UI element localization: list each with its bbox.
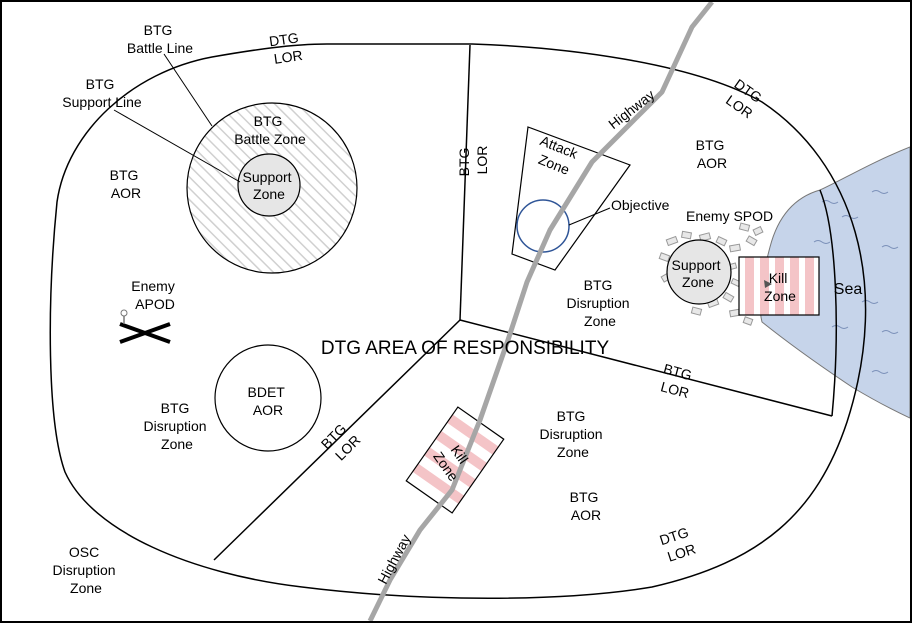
- btg-battle-line-leader: [163, 53, 213, 127]
- objective-leader: [568, 207, 611, 226]
- dtg-lor-top-l2: LOR: [273, 47, 304, 67]
- dtg-lor-top-l1: DTG: [268, 29, 300, 49]
- bdet-aor-l1: BDET: [248, 384, 286, 400]
- btg-lor-diagonal-line: [213, 319, 461, 561]
- btg-battle-line-label: BTG Battle Line: [127, 22, 193, 56]
- kill-zone-e-l1: Kill: [769, 270, 788, 286]
- page-title: DTG AREA OF RESPONSIBILITY: [321, 338, 610, 359]
- btg-battle-line-l2: Battle Line: [127, 40, 193, 56]
- btg-lor-e-label: BTG LOR: [657, 360, 697, 401]
- btg-aor-ne-label: BTG AOR: [696, 137, 729, 171]
- btg-aor-ne-l2: AOR: [697, 155, 727, 171]
- btg-aor-s-l2: AOR: [571, 507, 601, 523]
- support-zone-nw-label: Support Zone: [243, 169, 296, 202]
- osc-disruption-label: OSC Disruption Zone: [53, 544, 120, 596]
- btg-lor-east-line: [459, 319, 833, 417]
- enemy-apod-label: Enemy APOD: [131, 278, 178, 312]
- support-zone-nw-l1: Support: [243, 169, 292, 185]
- kill-zone-e-label: Kill Zone: [764, 270, 796, 304]
- dtg-lor-bottom-label: DTG LOR: [658, 523, 700, 566]
- btg-support-line-label: BTG Support Line: [62, 76, 142, 110]
- btg-lor-e-l1: BTG: [662, 360, 694, 383]
- enemy-spod-label: Enemy SPOD: [686, 208, 773, 224]
- support-zone-e-circle: [666, 239, 732, 305]
- btg-lor-diag-label: BTG LOR: [318, 418, 365, 465]
- osc-disruption-l3: Zone: [70, 580, 102, 596]
- support-zone-nw-circle: [237, 153, 301, 217]
- btg-aor-nw-l2: AOR: [111, 185, 141, 201]
- support-zone-e-label: Support Zone: [672, 257, 725, 290]
- highway-south-label: Highway: [374, 532, 413, 587]
- btg-disruption-center-label: BTG Disruption Zone: [567, 277, 634, 329]
- highway-line: [367, 2, 714, 621]
- btg-disruption-center-l1: BTG: [584, 277, 613, 293]
- btg-disruption-s-l1: BTG: [557, 408, 586, 424]
- enemy-apod-l2: APOD: [135, 296, 175, 312]
- btg-battle-zone-l2: Battle Zone: [234, 131, 306, 147]
- kill-zone-s: [405, 406, 505, 514]
- btg-disruption-s-l2: Disruption: [540, 426, 603, 442]
- btg-support-line-l2: Support Line: [62, 94, 142, 110]
- btg-disruption-s-label: BTG Disruption Zone: [540, 408, 607, 460]
- coastline-lor: [819, 189, 837, 417]
- btg-aor-s-l1: BTG: [570, 489, 599, 505]
- support-zone-e-l1: Support: [672, 257, 721, 273]
- bdet-aor-label: BDET AOR: [248, 384, 289, 418]
- enemy-apod-symbol: [119, 309, 171, 344]
- btg-battle-line-l1: BTG: [144, 22, 173, 38]
- btg-lor-vertical-l2: LOR: [474, 146, 490, 175]
- dtg-lor-top-label: DTG LOR: [268, 29, 306, 67]
- bdet-aor-l2: AOR: [253, 402, 283, 418]
- btg-aor-nw-l1: BTG: [110, 167, 139, 183]
- bdet-aor-circle: [214, 344, 322, 452]
- btg-aor-ne-l1: BTG: [696, 137, 725, 153]
- btg-disruption-w-l1: BTG: [161, 400, 190, 416]
- dtg-aor-boundary: [49, 43, 867, 599]
- btg-disruption-center-l2: Disruption: [567, 295, 630, 311]
- btg-disruption-w-label: BTG Disruption Zone: [144, 400, 211, 452]
- osc-disruption-l2: Disruption: [53, 562, 116, 578]
- btg-lor-e-l2: LOR: [659, 378, 691, 401]
- btg-aor-s-label: BTG AOR: [570, 489, 603, 523]
- enemy-apod-l1: Enemy: [131, 278, 175, 294]
- kill-zone-e-l2: Zone: [764, 288, 796, 304]
- btg-lor-vertical-label: BTG LOR: [456, 144, 490, 177]
- btg-support-line-l1: BTG: [86, 76, 115, 92]
- btg-aor-nw-label: BTG AOR: [110, 167, 143, 201]
- sea-waves: [813, 190, 899, 374]
- support-zone-e-l2: Zone: [682, 274, 714, 290]
- dtg-lor-ne-label: DTG LOR: [721, 76, 768, 123]
- btg-lor-vertical-l1: BTG: [456, 148, 472, 177]
- btg-disruption-w-l2: Disruption: [144, 418, 207, 434]
- sea-label: Sea: [834, 281, 863, 298]
- btg-lor-vertical-line: [459, 44, 471, 321]
- btg-support-line-leader: [113, 109, 241, 183]
- objective-label: Objective: [611, 197, 670, 213]
- btg-disruption-s-l3: Zone: [557, 444, 589, 460]
- btg-battle-zone-l1: BTG: [254, 113, 283, 129]
- btg-battle-zone-label: BTG Battle Zone: [234, 113, 306, 147]
- btg-disruption-w-l3: Zone: [161, 436, 193, 452]
- support-zone-nw-l2: Zone: [253, 186, 285, 202]
- btg-disruption-center-l3: Zone: [584, 313, 616, 329]
- kill-zone-e: [738, 256, 820, 316]
- osc-disruption-l1: OSC: [69, 544, 99, 560]
